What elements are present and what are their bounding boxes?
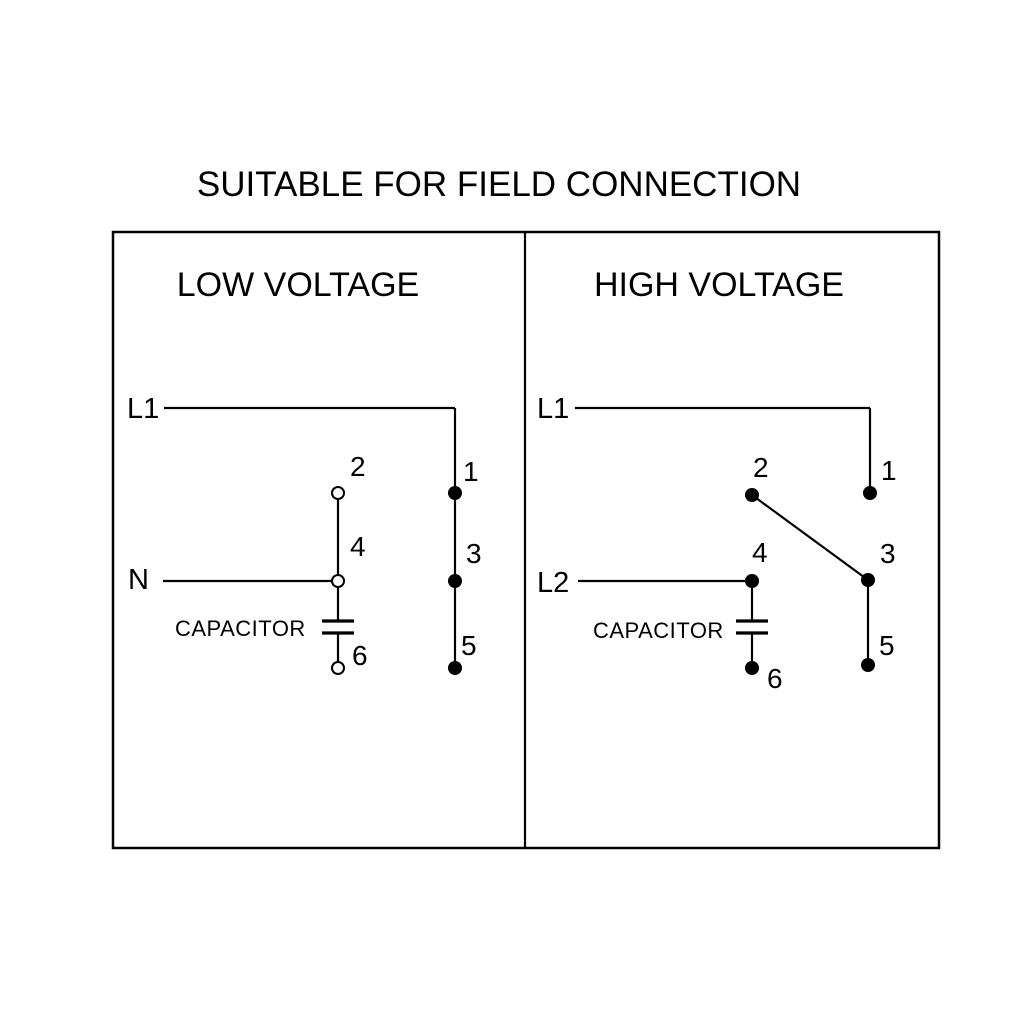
high-capacitor-label: CAPACITOR bbox=[593, 618, 724, 643]
high-terminal-3-label: 3 bbox=[880, 538, 896, 569]
low-voltage-heading: LOW VOLTAGE bbox=[177, 266, 419, 304]
low-terminal-6-open-circle bbox=[331, 661, 345, 675]
low-terminal-2-open-circle bbox=[331, 486, 345, 500]
low-terminal-6-label: 6 bbox=[352, 640, 368, 671]
high-terminal-5-label: 5 bbox=[879, 630, 895, 661]
low-terminal-3-label: 3 bbox=[466, 538, 482, 569]
low-terminal-3-dot bbox=[448, 574, 462, 588]
diagram-title: SUITABLE FOR FIELD CONNECTION bbox=[197, 165, 801, 204]
high-terminal-4-label: 4 bbox=[752, 537, 768, 568]
high-l1-label: L1 bbox=[537, 393, 569, 425]
high-voltage-panel: HIGH VOLTAGE L1 1 2 3 5 L2 4 bbox=[537, 266, 897, 694]
low-terminal-5-dot bbox=[448, 661, 462, 675]
high-l2-label: L2 bbox=[537, 567, 569, 599]
high-terminal-1-dot bbox=[863, 486, 877, 500]
low-voltage-panel: LOW VOLTAGE L1 1 3 5 2 4 bbox=[127, 266, 482, 675]
low-n-label: N bbox=[128, 564, 149, 596]
low-l1-label: L1 bbox=[127, 393, 159, 425]
low-terminal-5-label: 5 bbox=[461, 630, 477, 661]
low-terminal-1-dot bbox=[448, 486, 462, 500]
high-capacitor-icon bbox=[736, 619, 768, 635]
low-capacitor-label: CAPACITOR bbox=[175, 616, 306, 641]
high-terminal-1-label: 1 bbox=[881, 455, 897, 486]
high-terminal-6-label: 6 bbox=[767, 663, 783, 694]
low-terminal-1-label: 1 bbox=[463, 456, 479, 487]
high-jumper-2-to-3 bbox=[751, 494, 869, 581]
high-terminal-5-dot bbox=[861, 658, 875, 672]
low-capacitor-icon bbox=[322, 619, 354, 635]
low-terminal-4-label: 4 bbox=[350, 531, 366, 562]
low-terminal-2-label: 2 bbox=[350, 451, 366, 482]
high-terminal-6-dot bbox=[745, 661, 759, 675]
high-terminal-2-label: 2 bbox=[753, 452, 769, 483]
high-voltage-heading: HIGH VOLTAGE bbox=[594, 266, 844, 304]
low-terminal-4-open-circle bbox=[331, 574, 345, 588]
